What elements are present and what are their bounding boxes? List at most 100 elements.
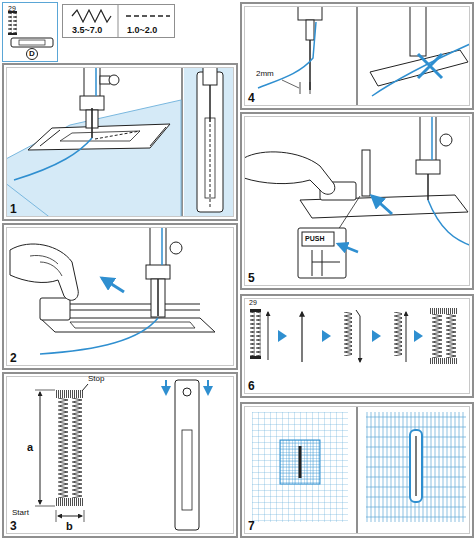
setting-box: 3.5~7.01.0~2.0 <box>62 4 175 38</box>
leader-line <box>338 196 360 230</box>
dimension-tick <box>300 82 310 94</box>
foot-ankle <box>151 279 165 317</box>
buttonhole-cut <box>415 436 416 496</box>
dimension-tick <box>35 390 84 522</box>
thread <box>40 225 162 354</box>
step-arrow <box>322 330 331 342</box>
step-number: 4 <box>248 92 255 104</box>
presser-shank <box>84 64 100 98</box>
wrong-mark <box>418 54 442 78</box>
zigzag-symbol <box>72 10 111 22</box>
step-panel: 7 <box>240 402 474 538</box>
step-panel: 1 <box>2 63 238 221</box>
marker-arrow <box>165 380 167 394</box>
needle <box>157 279 159 316</box>
interfacing <box>280 440 320 484</box>
panel-divider <box>356 403 358 537</box>
push-arrow <box>338 244 358 252</box>
bar-tack <box>250 356 261 359</box>
clamp-screw <box>440 134 452 146</box>
dimension-line <box>58 516 82 517</box>
stitch-column <box>446 314 456 358</box>
stitch-length: 1.0~2.0 <box>127 26 157 35</box>
pull-arrow <box>102 278 124 292</box>
step-panel: 6 <box>240 294 474 398</box>
box-divider <box>118 5 119 37</box>
thread <box>428 114 472 246</box>
dimension-label: b <box>66 521 73 532</box>
lever-detail <box>312 250 340 276</box>
stitch-column <box>13 13 17 33</box>
bar-tack <box>56 390 84 398</box>
straight-stitch <box>301 312 302 362</box>
stitch-column <box>394 312 402 356</box>
buttonhole-foot <box>197 72 223 212</box>
foot-slot <box>182 430 192 510</box>
stop-label: Stop <box>88 375 104 383</box>
buttonhole-foot <box>28 124 170 150</box>
direction-arrow <box>406 312 407 362</box>
step-arrow <box>414 330 423 342</box>
foot-slot <box>19 40 45 45</box>
hand <box>244 152 335 194</box>
needle-clamp <box>298 4 322 20</box>
needle-clamp <box>203 65 217 85</box>
stitch-column <box>72 398 82 498</box>
fabric <box>4 100 181 219</box>
hand <box>10 244 78 300</box>
bar-tack <box>8 33 17 35</box>
stitch-column <box>58 398 68 498</box>
direction-arrow <box>356 310 360 362</box>
direction-arrow <box>268 312 269 360</box>
step-number: 7 <box>248 520 255 532</box>
foot-slot <box>70 322 195 328</box>
buttonhole <box>410 430 422 502</box>
leader-line <box>282 80 299 88</box>
buttonhole-lever <box>362 150 370 196</box>
bar-tack <box>430 358 458 364</box>
stitch-column <box>250 312 255 356</box>
buttonhole-foot <box>175 380 199 530</box>
foot-slot <box>60 131 140 141</box>
buttonhole <box>299 446 302 478</box>
push-button <box>302 232 334 246</box>
bar-tack <box>56 498 84 506</box>
dimension-label: 2mm <box>256 70 274 78</box>
finger-line <box>30 255 62 276</box>
clamp-screw <box>109 75 119 85</box>
button-label: PUSH <box>305 235 324 242</box>
stitch-column <box>432 314 442 358</box>
marker-arrow <box>207 380 209 394</box>
presser-shank <box>420 114 436 162</box>
panel-divider <box>356 3 358 109</box>
foot-marking <box>183 388 191 396</box>
thread <box>14 64 96 180</box>
fabric <box>184 65 236 219</box>
presser-shank <box>150 225 166 267</box>
detail-inset <box>298 228 346 278</box>
step-number: 5 <box>248 272 255 284</box>
step-panel: 4 <box>240 2 474 110</box>
needle-shank <box>306 20 314 40</box>
needle-clamp <box>80 96 104 110</box>
dimension-line <box>40 392 41 504</box>
presser-shank <box>410 4 426 56</box>
stitch-line <box>95 131 140 139</box>
step-panel: 5 <box>240 112 474 290</box>
step-panel: 3 <box>2 372 238 538</box>
push-arrow <box>372 196 392 214</box>
slider-rail <box>40 127 166 146</box>
straight-stitch-symbol <box>126 15 170 17</box>
fabric-edge <box>4 182 52 219</box>
needle <box>91 108 93 138</box>
foot-letter: D <box>29 50 35 58</box>
fabric <box>252 412 348 522</box>
step-number: 3 <box>10 520 17 532</box>
bar-tack <box>430 308 458 314</box>
start-label: Start <box>12 509 29 517</box>
pattern-number: 29 <box>249 299 257 306</box>
stitch-column <box>256 312 261 356</box>
stitch-column <box>344 312 352 356</box>
